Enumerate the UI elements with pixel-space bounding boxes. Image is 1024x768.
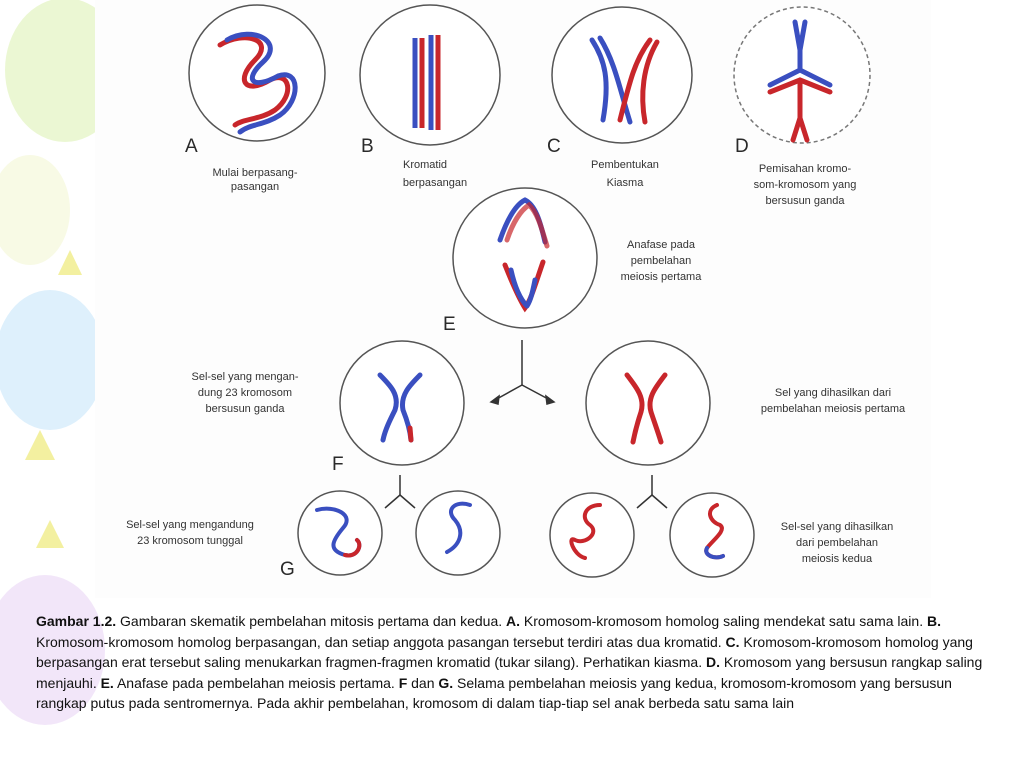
caption-part-14: G. [438, 674, 454, 691]
caption-part-3: Kromosom-kromosom homolog saling mendeka… [520, 613, 927, 629]
label-g: G [280, 559, 295, 580]
cell-f-left: F Sel-sel yang mengan- dung 23 kromosom … [191, 340, 465, 475]
cell-g-2 [415, 490, 501, 576]
label-d: D [735, 136, 749, 157]
cell-a: A Mulai berpasang- pasangan [185, 4, 326, 193]
caption-part-1: Gambaran skematik pembelahan mitosis per… [116, 613, 507, 629]
caption-part-6: C. [725, 633, 740, 650]
branch-arrow-e [489, 340, 556, 405]
caption-part-10: E. [100, 674, 114, 691]
caption-d-3: bersusun ganda [766, 195, 846, 207]
cell-b: B Kromatid berpasangan [359, 4, 501, 189]
caption-part-5: Kromosom-kromosom homolog berpasangan, d… [36, 633, 726, 650]
caption-f-3: bersusun ganda [206, 403, 286, 415]
caption-g-2: 23 kromosom tunggal [137, 535, 243, 547]
caption-part-12: F [398, 674, 408, 691]
cell-c: C Pembentukan Kiasma [547, 6, 693, 189]
branch-arrow-f-left [384, 475, 416, 509]
caption-g-1: Sel-sel yang mengandung [126, 519, 254, 531]
caption-b-1: Kromatid [403, 159, 447, 171]
caption-right-first-2: pembelahan meiosis pertama [761, 403, 906, 415]
caption-right-second-3: meiosis kedua [802, 553, 873, 565]
caption-f-1: Sel-sel yang mengan- [191, 371, 298, 383]
branch-arrow-f-right [636, 475, 668, 509]
caption-c-1: Pembentukan [591, 159, 659, 171]
cell-g-4: Sel-sel yang dihasilkan dari pembelahan … [669, 492, 894, 578]
caption-part-13: dan [407, 674, 439, 691]
label-e: E [443, 314, 456, 335]
caption-e-2: pembelahan [631, 255, 692, 267]
caption-part-2: A. [506, 613, 521, 629]
caption-right-second-1: Sel-sel yang dihasilkan [781, 521, 894, 533]
label-a: A [185, 136, 198, 157]
caption-e-1: Anafase pada [627, 239, 696, 251]
caption-right-first-1: Sel yang dihasilkan dari [775, 387, 891, 399]
cell-d: D Pemisahan kromo- som-kromosom yang ber… [733, 6, 871, 207]
caption-part-8: D. [706, 654, 720, 670]
caption-part-9: Kromosom yang bersusun rangkap saling me… [36, 654, 983, 691]
caption-f-2: dung 23 kromosom [198, 387, 292, 399]
caption-part-11: Anafase pada pembelahan meiosis pertama. [113, 674, 399, 691]
caption-d-1: Pemisahan kromo- [759, 163, 852, 175]
label-c: C [547, 136, 561, 157]
cell-e: E Anafase pada pembelahan meiosis pertam… [443, 187, 703, 335]
caption-part-7: Kromosom-kromosom homolog yang berpasang… [36, 633, 973, 671]
label-b: B [361, 136, 374, 157]
caption-part-4: B. [926, 613, 941, 629]
caption-part-0: Gambar 1.2. [36, 613, 117, 629]
cell-g-1: G Sel-sel yang mengandung 23 kromosom tu… [126, 490, 383, 580]
caption-part-15: Selama pembelahan meiosis yang kedua, kr… [36, 674, 952, 712]
meiosis-figure: A Mulai berpasang- pasangan B Kromatid b… [95, 0, 931, 598]
label-f: F [332, 454, 344, 475]
meiosis-diagram: A Mulai berpasang- pasangan B Kromatid b… [126, 4, 906, 580]
caption-c-2: Kiasma [607, 177, 645, 189]
caption-right-second-2: dari pembelahan [796, 537, 878, 549]
caption-d-2: som-kromosom yang [754, 179, 857, 191]
caption-b-2: berpasangan [403, 177, 467, 189]
cell-f-right: Sel yang dihasilkan dari pembelahan meio… [585, 340, 906, 466]
caption-e-3: meiosis pertama [621, 271, 703, 283]
caption-a-1: Mulai berpasang- [213, 167, 298, 179]
caption-a-2: pasangan [231, 181, 279, 193]
figure-caption: Gambar 1.2. Gambaran skematik pembelahan… [36, 611, 1006, 714]
cell-g-3 [549, 492, 635, 578]
